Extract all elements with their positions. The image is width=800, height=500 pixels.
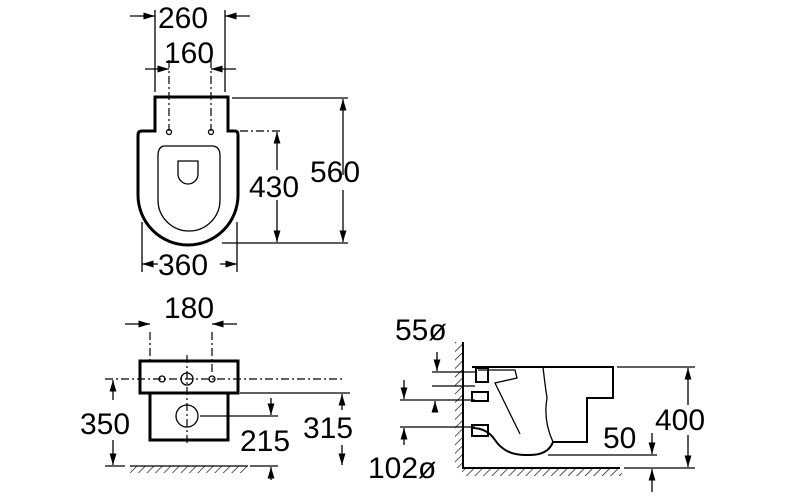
front-top-block [138, 359, 240, 395]
top-view: 260 160 560 430 360 [130, 2, 360, 282]
side-view: 55ø 102ø 400 50 [368, 314, 705, 492]
top-view-outline [136, 95, 240, 247]
front-view: 180 350 315 215 [80, 292, 353, 480]
dim-360: 360 [158, 249, 208, 282]
seat-outline [157, 145, 221, 232]
dim-560: 560 [310, 156, 360, 189]
dim-350: 350 [80, 408, 130, 441]
dim-50: 50 [603, 422, 636, 455]
dim-160: 160 [164, 37, 214, 70]
dim-430: 430 [249, 171, 299, 204]
dim-180: 180 [164, 292, 214, 325]
dim-215: 215 [240, 425, 290, 458]
side-bowl-outline [471, 366, 614, 456]
dim-315: 315 [303, 412, 353, 445]
dim-400: 400 [655, 404, 705, 437]
dim-55-diameter: 55ø [395, 314, 447, 347]
lid-hole [177, 160, 199, 185]
dim-102-diameter: 102ø [368, 452, 436, 485]
dim-260: 260 [158, 2, 208, 35]
